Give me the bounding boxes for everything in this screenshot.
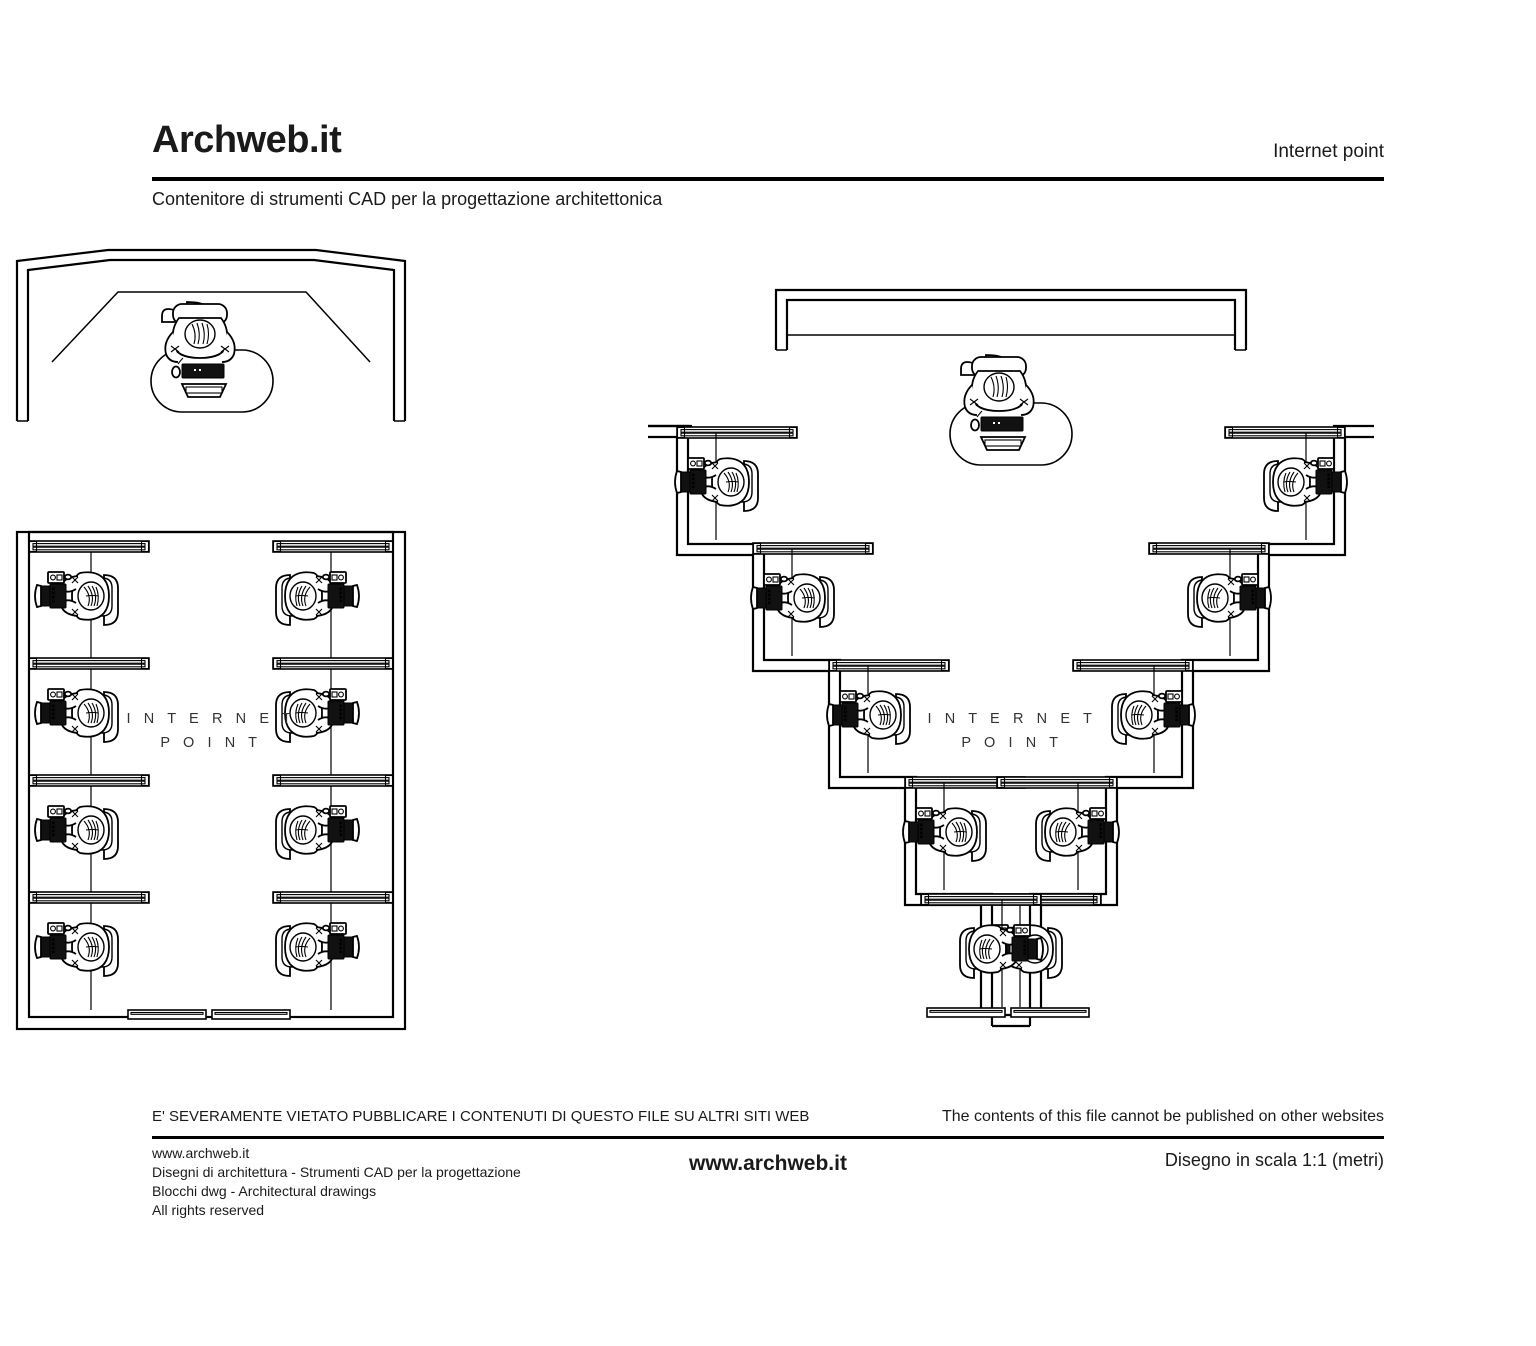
header-subtitle: Contenitore di strumenti CAD per la prog… xyxy=(152,189,663,209)
workstation[interactable] xyxy=(34,571,119,626)
footer-notice-en: The contents of this file cannot be publ… xyxy=(941,1108,1384,1125)
footer-url[interactable]: www.archweb.it xyxy=(689,1152,847,1175)
plan-right-label-line2: P O I N T xyxy=(961,735,1062,751)
footer-left-line3: Blocchi dwg - Architectural drawings xyxy=(152,1183,377,1199)
workstation[interactable] xyxy=(276,572,359,625)
plan-left-label-line1: I N T E R N E T xyxy=(127,711,296,727)
workstation[interactable] xyxy=(34,688,119,743)
workstation-column-right xyxy=(272,540,394,1010)
workstation-stair-right xyxy=(920,426,1347,1007)
reception-desk-left xyxy=(150,301,274,413)
reception-desk-right xyxy=(949,354,1073,466)
workstation[interactable] xyxy=(34,922,119,977)
footer-left-line2: Disegni di architettura - Strumenti CAD … xyxy=(152,1164,521,1180)
header-divider xyxy=(152,177,1384,181)
plan-left: I N T E R N E T P O I N T xyxy=(15,248,407,1031)
workstation[interactable] xyxy=(276,923,359,976)
workstation-column-left xyxy=(28,540,150,1010)
workstation[interactable] xyxy=(34,805,119,860)
entrance-doors-right xyxy=(926,1007,1090,1018)
sheet-title: Internet point xyxy=(1273,141,1384,162)
plan-right-label-line1: I N T E R N E T xyxy=(928,711,1097,727)
plan-left-label-line2: P O I N T xyxy=(160,735,261,751)
workstation[interactable] xyxy=(276,806,359,859)
footer-notice-it: E' SEVERAMENTE VIETATO PUBBLICARE I CONT… xyxy=(152,1108,810,1125)
sheet-header: Archweb.it Internet point xyxy=(152,118,1384,162)
reception-wall-left xyxy=(15,248,407,422)
footer-left-line4: All rights reserved xyxy=(152,1202,265,1218)
cad-plans-svg: I N T E R N E T P O I N T xyxy=(15,248,1374,1031)
footer-scale: Disegno in scala 1:1 (metri) xyxy=(1164,1150,1384,1170)
footer-left-block: www.archweb.it Disegni di architettura -… xyxy=(152,1144,521,1220)
footer-notice: E' SEVERAMENTE VIETATO PUBBLICARE I CONT… xyxy=(152,1108,1384,1130)
entrance-doors-left xyxy=(127,1009,291,1020)
footer-left-line1: www.archweb.it xyxy=(152,1145,250,1161)
footer-divider xyxy=(152,1136,1384,1139)
plan-right: I N T E R N E T P O I N T xyxy=(648,288,1374,1028)
brand-title: Archweb.it xyxy=(152,119,342,161)
reception-wall-right xyxy=(774,288,1248,351)
drawing-area: I N T E R N E T P O I N T xyxy=(0,240,1536,1070)
